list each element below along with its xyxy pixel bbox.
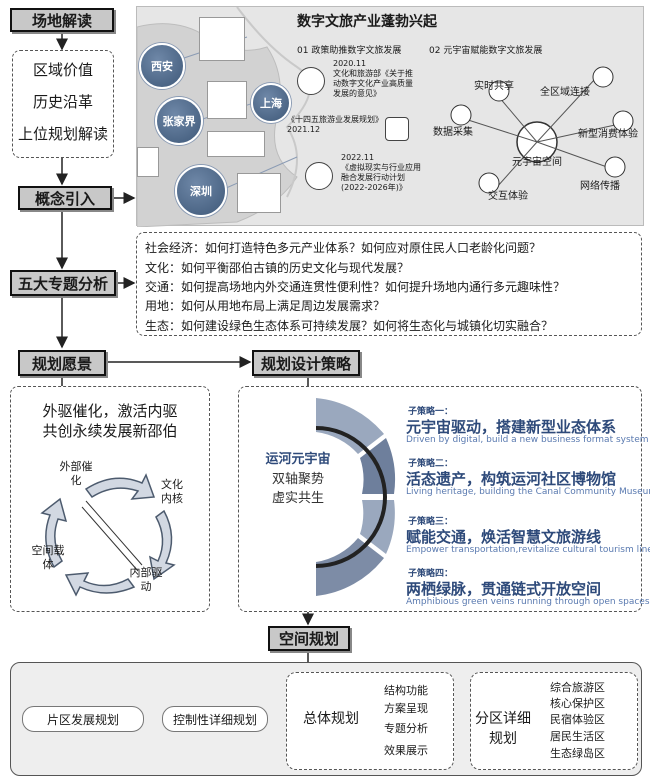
meta-node-consumption: 新型消费体验 [578, 129, 638, 140]
policy-1-date: 2020.11 [333, 59, 367, 68]
site-item-upper-plan: 上位规划解读 [17, 124, 108, 143]
policy-1-text: 文化和旅游部《关于推动数字文化产业高质量发展的意见》 [333, 69, 413, 98]
topics-panel [136, 232, 642, 336]
city-note-shanghai [207, 81, 247, 119]
sub-strategy-4-tag: 子策略四： [408, 569, 454, 579]
topic-culture: 文化：如何平衡邵伯古镇的历史文化与现代发展？ [145, 261, 410, 275]
map-title: 数字文旅产业蓬勃兴起 [297, 14, 437, 30]
topic-landuse: 用地：如何从用地布局上满足周边发展需求？ [145, 299, 386, 313]
city-note-zhangjiajie [207, 131, 265, 157]
overall-item-effect: 效果展示 [384, 744, 428, 757]
meta-node-realtime: 实时共享 [474, 81, 514, 92]
site-items-panel [12, 50, 114, 158]
cycle-arrows [40, 473, 176, 597]
policy-icon-3 [305, 162, 333, 190]
sub-strategy-1-en: Driven by digital, build a new business … [406, 435, 649, 445]
sub-strategy-3-tag: 子策略三： [408, 517, 454, 527]
site-item-region-value: 区域价值 [32, 60, 93, 79]
step-overall-plan: 总体规划 [303, 711, 359, 727]
sub-strategy-2-en: Living heritage, building the Canal Comm… [406, 487, 650, 497]
site-item-history: 历史沿革 [32, 92, 93, 111]
cycle-culture-core: 文化内核 [161, 478, 183, 505]
cycle-external: 外部催化 [59, 460, 93, 487]
city-zhangjiajie: 张家界 [155, 97, 203, 145]
vision-slogan-line1: 外驱催化，激活内驱 [42, 402, 178, 420]
vision-panel [10, 386, 210, 612]
policy-column-title: 01 政策助推数字文旅发展 [297, 46, 402, 56]
overall-item-topic: 专题分析 [384, 722, 428, 735]
zone-tourism: 综合旅游区 [550, 681, 605, 694]
step-district-plan: 片区发展规划 [22, 706, 144, 732]
cycle-internal: 内部驱动 [129, 566, 163, 593]
sub-strategy-2-title: 活态遗产，构筑运河社区博物馆 [406, 470, 617, 488]
metaverse-column-title: 02 元宇宙赋能数字文旅发展 [429, 46, 543, 56]
overall-plan-group [286, 672, 454, 770]
city-note-shenzhen [237, 173, 281, 213]
meta-node-connect: 全区域连接 [540, 87, 590, 98]
topic-traffic: 交通：如何提高场地内外交通连贯性便利性？如何提升场地内通行多元趣味性？ [145, 280, 566, 294]
city-shenzhen: 深圳 [175, 165, 227, 217]
city-note-left [137, 147, 159, 177]
vision-slogan-line2: 共创永续发展新邵伯 [42, 422, 178, 440]
city-note-xian [199, 17, 245, 61]
site-header: 场地解读 [10, 8, 114, 32]
overall-item-structure: 结构功能 [384, 684, 428, 697]
metaverse-network [450, 66, 634, 194]
zone-core-protect: 核心保护区 [550, 697, 605, 710]
policy-icon-2 [385, 117, 409, 141]
policy-3-text: 《虚拟现实与行业应用融合发展行动计划(2022-2026年)》 [341, 163, 421, 192]
topic-economy: 社会经济：如何打造特色多元产业体系？如何应对原住民人口老龄化问题？ [145, 241, 542, 255]
meta-node-data: 数据采集 [433, 127, 473, 138]
meta-node-space: 元宇宙空间 [512, 157, 562, 168]
sub-strategy-4-title: 两栖绿脉，贯通链式开放空间 [406, 580, 602, 598]
sub-strategy-1-tag: 子策略一： [408, 407, 454, 417]
policy-icon-1 [297, 67, 325, 95]
step-zone-plan: 分区详细规划 [475, 711, 531, 747]
policy-3-date: 2022.11 [341, 153, 375, 162]
sub-strategy-3-en: Empower transportation,revitalize cultur… [406, 545, 650, 555]
strategy-ring [315, 398, 396, 596]
step-regulatory-plan: 控制性详细规划 [162, 706, 268, 732]
digital-tourism-panel: 数字文旅产业蓬勃兴起 01 政策助推数字文旅发展 02 元宇宙赋能数字文旅发展 … [136, 6, 644, 227]
sub-strategy-3-title: 赋能交通，焕活智慧文旅游线 [406, 528, 602, 546]
sub-strategy-4-en: Amphibious green veins running through o… [406, 597, 650, 607]
cycle-space: 空间载体 [31, 544, 65, 571]
strategy-center-title: 运河元宇宙 [265, 452, 331, 467]
meta-node-spread: 网络传播 [580, 181, 620, 192]
topics-header: 五大专题分析 [10, 270, 116, 296]
sub-strategy-1-title: 元宇宙驱动，搭建新型业态体系 [406, 418, 617, 436]
concept-header: 概念引入 [18, 186, 112, 210]
zone-homestay: 民宿体验区 [550, 713, 605, 726]
sub-strategy-2-tag: 子策略二： [408, 459, 454, 469]
meta-node-interaction: 交互体验 [488, 191, 528, 202]
overall-item-scheme: 方案呈现 [384, 702, 428, 715]
spatial-header: 空间规划 [268, 626, 350, 651]
topic-ecology: 生态：如何建设绿色生态体系可持续发展？如何将生态化与城镇化切实融合？ [145, 319, 554, 333]
zone-plan-group [470, 672, 638, 770]
strategy-center-line3: 虚实共生 [271, 491, 324, 506]
vision-header: 规划愿景 [18, 350, 106, 376]
policy-2-text: 《十四五旅游业发展规划》2021.12 [287, 115, 383, 134]
city-xian: 西安 [139, 43, 185, 89]
strategy-header: 规划设计策略 [252, 350, 360, 376]
strategy-center-line2: 双轴聚势 [271, 472, 324, 487]
zone-eco-island: 生态绿岛区 [550, 747, 605, 760]
city-shanghai: 上海 [251, 83, 291, 123]
zone-residential: 居民生活区 [550, 730, 605, 743]
strategy-panel [238, 386, 642, 612]
